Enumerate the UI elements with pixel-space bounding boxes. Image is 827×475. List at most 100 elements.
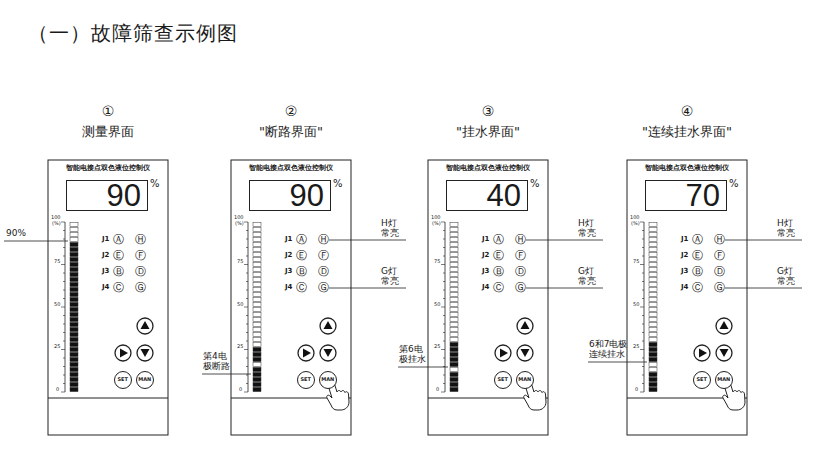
display-value: 70 <box>686 179 720 213</box>
led-symbol: Ⓕ <box>515 250 526 262</box>
scale-label: (%) <box>52 221 61 227</box>
led-symbol: Ⓕ <box>135 250 146 262</box>
button-label: MAN <box>517 377 532 383</box>
led-symbol: Ⓖ <box>135 282 146 294</box>
panel-heading: 测量界面 <box>28 125 188 139</box>
scale-label: (%) <box>235 221 244 227</box>
scale-label: 75 <box>434 259 440 265</box>
panel-number: ② <box>231 104 351 119</box>
callout-note: 第4电 极断路 <box>203 352 234 372</box>
panel-heading: "连续挂水界面" <box>607 125 767 139</box>
callout-note: 第6电 极挂水 <box>399 345 430 365</box>
scale-label: 25 <box>54 344 60 350</box>
callout-note: 6和7电极 连续挂水 <box>589 340 636 360</box>
relay-label: J2 <box>681 252 688 260</box>
scale-label: 75 <box>237 259 243 265</box>
led-symbol: Ⓒ <box>493 282 504 294</box>
scale-label: 0 <box>436 387 439 393</box>
relay-label: J1 <box>482 236 489 244</box>
device-outline <box>231 160 406 435</box>
scale-label: 25 <box>633 344 639 350</box>
scale-label: 75 <box>633 259 639 265</box>
led-symbol: Ⓑ <box>113 266 124 278</box>
led-symbol: Ⓔ <box>296 250 307 262</box>
relay-label: J1 <box>285 236 292 244</box>
led-symbol: Ⓗ <box>714 234 725 246</box>
relay-label: J3 <box>285 268 292 276</box>
panel-heading: "断路界面" <box>211 125 371 139</box>
led-symbol: Ⓕ <box>714 250 725 262</box>
scale-label: 25 <box>237 344 243 350</box>
round-button: MAN <box>516 371 534 389</box>
scale-label: 0 <box>56 387 59 393</box>
scale-label: 75 <box>54 259 60 265</box>
led-symbol: Ⓖ <box>515 282 526 294</box>
led-symbol: Ⓗ <box>515 234 526 246</box>
round-button: SET <box>693 371 711 389</box>
display-value: 40 <box>487 179 521 213</box>
display-box: 40 <box>446 180 528 211</box>
led-symbol: Ⓖ <box>714 282 725 294</box>
relay-label: J4 <box>482 284 489 292</box>
relay-label: J2 <box>102 252 109 260</box>
percent-sign: % <box>150 178 160 189</box>
device-panel: ③"挂水界面"智能电接点双色液位控制仪40SETMAN <box>428 160 548 435</box>
round-button: MAN <box>319 371 337 389</box>
leader-line <box>398 367 448 368</box>
scale-label: 100 <box>630 215 640 221</box>
display-value: 90 <box>107 179 141 213</box>
leader-line <box>202 374 251 375</box>
callout-note: G灯 常亮 <box>777 267 799 287</box>
callout-note: H灯 常亮 <box>578 219 600 239</box>
panel-heading: "挂水界面" <box>408 125 568 139</box>
device-title: 智能电接点双色液位控制仪 <box>231 165 351 173</box>
relay-label: J2 <box>482 252 489 260</box>
callout-note: H灯 常亮 <box>777 219 799 239</box>
display-box: 90 <box>249 180 331 211</box>
led-symbol: Ⓐ <box>296 234 307 246</box>
led-symbol: Ⓔ <box>493 250 504 262</box>
device-outline <box>627 160 802 435</box>
page-title: （一）故障筛查示例图 <box>28 22 238 44</box>
led-symbol: Ⓗ <box>318 234 329 246</box>
scale-label: 50 <box>54 302 60 308</box>
scale-label: (%) <box>631 221 640 227</box>
button-label: SET <box>115 377 130 383</box>
led-symbol: Ⓑ <box>296 266 307 278</box>
device-panel: ②"断路界面"智能电接点双色液位控制仪90SETMAN <box>231 160 351 435</box>
device-title: 智能电接点双色液位控制仪 <box>48 165 168 173</box>
round-button: MAN <box>136 371 154 389</box>
led-symbol: Ⓕ <box>318 250 329 262</box>
panel-number: ① <box>48 104 168 119</box>
button-label: SET <box>495 377 510 383</box>
panel-number: ③ <box>428 104 548 119</box>
relay-label: J1 <box>681 236 688 244</box>
button-label: MAN <box>716 377 731 383</box>
relay-label: J2 <box>285 252 292 260</box>
relay-label: J4 <box>285 284 292 292</box>
display-box: 70 <box>645 180 727 211</box>
led-symbol: Ⓔ <box>113 250 124 262</box>
scale-label: 50 <box>434 302 440 308</box>
scale-label: 50 <box>237 302 243 308</box>
round-button: MAN <box>715 371 733 389</box>
display-value: 90 <box>290 179 324 213</box>
led-symbol: Ⓓ <box>135 266 146 278</box>
round-button: SET <box>297 371 315 389</box>
relay-label: J3 <box>681 268 688 276</box>
led-symbol: Ⓒ <box>113 282 124 294</box>
callout-note: G灯 常亮 <box>381 267 403 287</box>
device-outline <box>428 160 603 435</box>
percent-sign: % <box>333 178 343 189</box>
led-symbol: Ⓖ <box>318 282 329 294</box>
callout-note: H灯 常亮 <box>381 219 403 239</box>
leader-line <box>4 241 68 242</box>
button-label: SET <box>298 377 313 383</box>
led-symbol: Ⓓ <box>318 266 329 278</box>
display-box: 90 <box>66 180 148 211</box>
scale-label: 100 <box>431 215 441 221</box>
device-title: 智能电接点双色液位控制仪 <box>627 165 747 173</box>
led-symbol: Ⓑ <box>692 266 703 278</box>
panel-number: ④ <box>627 104 747 119</box>
percent-sign: % <box>530 178 540 189</box>
